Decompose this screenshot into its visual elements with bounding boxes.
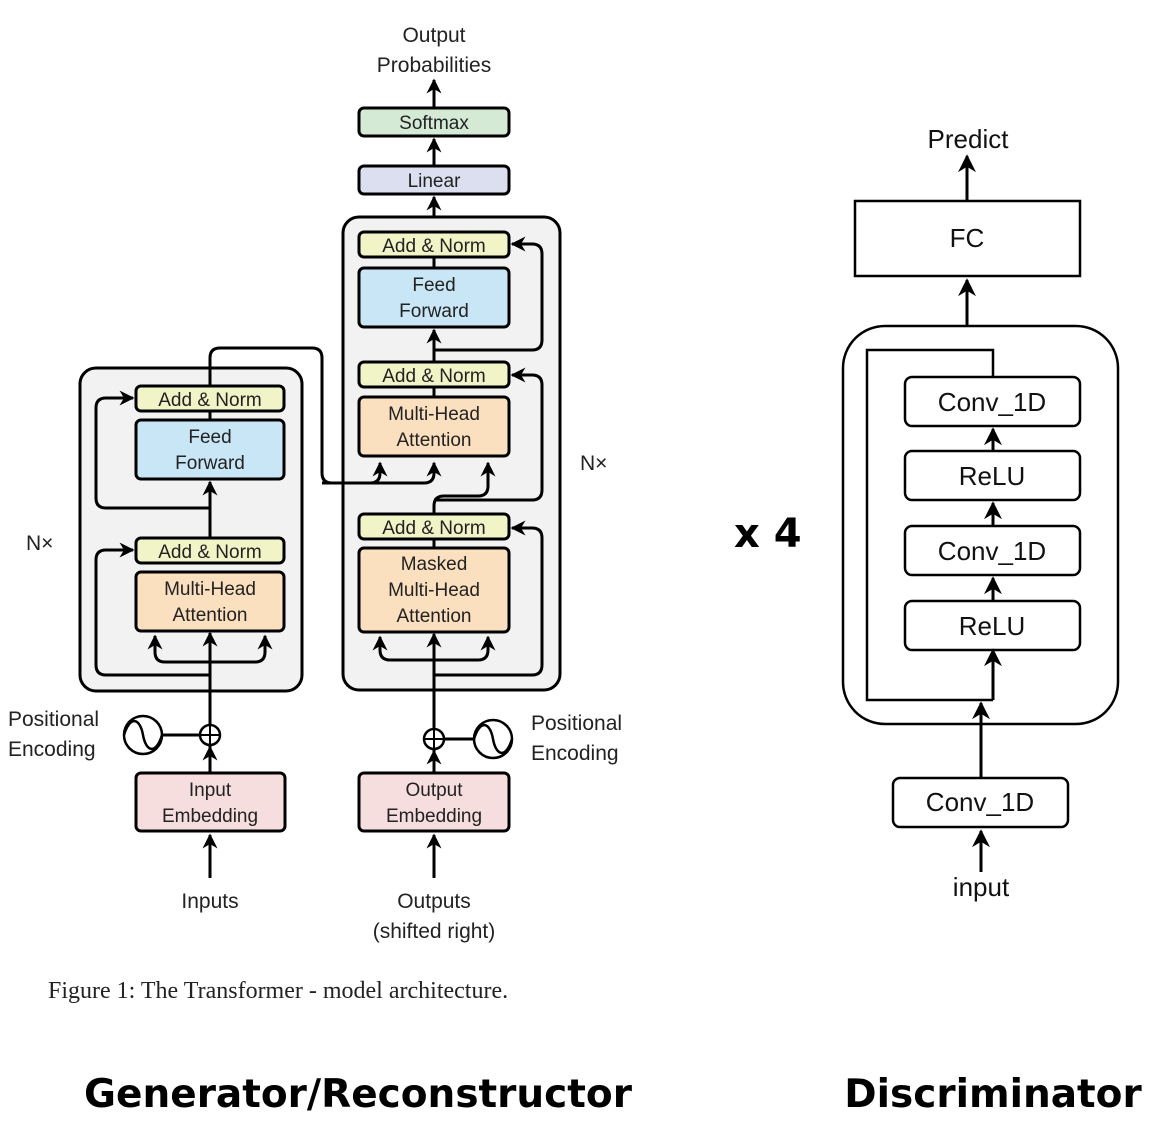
input-conv-label: Conv_1D [926, 787, 1034, 817]
output-embedding-block: Output Embedding [357, 771, 511, 833]
encoder-add-norm-top: Add & Norm [134, 384, 286, 413]
decoder-add-norm-middle: Add & Norm [357, 360, 511, 389]
encoder-ff-label-line1: Feed [188, 427, 231, 448]
decoder-residual-1 [434, 520, 544, 677]
masked-attention-label-line2: Multi-Head [388, 580, 480, 601]
input-embedding-block: Input Embedding [134, 771, 287, 833]
predict-label: Predict [928, 124, 1010, 154]
repeat-label: x 4 [734, 511, 802, 557]
encoder-attention-k-arrow [147, 634, 210, 664]
encoder-repeat-label: N× [26, 532, 53, 555]
discriminator-block-label: Conv_1D [938, 536, 1046, 566]
sine-wave-icon-left [122, 714, 164, 756]
encoder-ff-label-line2: Forward [175, 453, 245, 474]
input-embedding-label-line2: Embedding [162, 806, 258, 827]
outputs-label-line2: (shifted right) [373, 920, 496, 943]
encoder-residual-2 [94, 390, 210, 510]
pos-enc-left-label-line2: Encoding [8, 738, 96, 761]
decoder-repeat-label: N× [580, 452, 607, 475]
decoder-query-arrow [432, 461, 496, 514]
decoder-attention-block: Multi-Head Attention [357, 395, 511, 458]
linear-label: Linear [408, 171, 461, 192]
decoder-attention-label-line1: Multi-Head [388, 404, 480, 425]
masked-attention-label-line1: Masked [401, 554, 468, 575]
discriminator-block-relu: ReLU [903, 599, 1082, 652]
encoder-attention-v-arrow [210, 634, 273, 664]
discriminator-title: Discriminator [844, 1072, 1142, 1117]
input-label: input [953, 872, 1010, 902]
discriminator-block-label: Conv_1D [938, 387, 1046, 417]
figure-caption: Figure 1: The Transformer - model archit… [48, 978, 508, 1004]
encoder-attention-label-line2: Attention [173, 605, 248, 626]
decoder-feed-forward-block: Feed Forward [357, 266, 511, 329]
decoder-add-norm-bottom-label: Add & Norm [382, 518, 485, 539]
sine-wave-icon-right [472, 718, 514, 760]
encoder-add-norm-top-label: Add & Norm [158, 390, 261, 411]
output-embedding-label-line2: Embedding [386, 806, 482, 827]
decoder-residual-2 [434, 367, 544, 502]
encoder-residual-1 [94, 542, 210, 677]
encoder-attention-label-line1: Multi-Head [164, 579, 256, 600]
output-probabilities-label-line2: Probabilities [377, 54, 491, 77]
pos-enc-right-label-line2: Encoding [531, 742, 619, 765]
discriminator-block-conv-1d: Conv_1D [903, 524, 1082, 577]
softmax-block: Softmax [357, 106, 511, 138]
softmax-label: Softmax [399, 113, 469, 134]
add-operator-icon-left [198, 723, 222, 747]
encoder-add-norm-bottom: Add & Norm [134, 536, 286, 565]
input-conv-block: Conv_1D [891, 776, 1070, 829]
decoder-add-norm-top-label: Add & Norm [382, 236, 485, 257]
discriminator-block-relu: ReLU [903, 449, 1082, 502]
residual-bypass-line [865, 348, 993, 702]
encoder-stack [78, 366, 304, 693]
input-embedding-label-line1: Input [189, 780, 232, 801]
decoder-add-norm-top: Add & Norm [357, 230, 511, 259]
decoder-attention-label-line2: Attention [397, 430, 472, 451]
output-embedding-label-line1: Output [405, 780, 463, 801]
generator-title: Generator/Reconstructor [84, 1072, 633, 1117]
fc-label: FC [950, 223, 985, 253]
decoder-add-norm-middle-label: Add & Norm [382, 366, 485, 387]
add-operator-icon-right [422, 727, 446, 751]
inputs-label: Inputs [181, 890, 238, 913]
pos-enc-right-label-line1: Positional [531, 712, 622, 735]
linear-block: Linear [357, 164, 511, 196]
discriminator-block-label: ReLU [959, 611, 1025, 641]
discriminator-block-conv-1d: Conv_1D [903, 375, 1082, 428]
encoder-feed-forward-block: Feed Forward [134, 418, 286, 481]
decoder-add-norm-bottom: Add & Norm [357, 512, 511, 541]
encoder-attention-block: Multi-Head Attention [134, 570, 286, 633]
pos-enc-left-label-line1: Positional [8, 708, 99, 731]
masked-attention-label-line3: Attention [397, 606, 472, 627]
decoder-ff-label-line2: Forward [399, 301, 469, 322]
outputs-label-line1: Outputs [397, 890, 471, 913]
decoder-residual-3 [434, 236, 544, 352]
decoder-ff-label-line1: Feed [412, 275, 455, 296]
decoder-masked-attention-block: Masked Multi-Head Attention [357, 546, 511, 634]
encoder-add-norm-bottom-label: Add & Norm [158, 542, 261, 563]
output-probabilities-label-line1: Output [402, 24, 465, 47]
discriminator-block-label: ReLU [959, 461, 1025, 491]
fc-block: FC [853, 199, 1082, 278]
